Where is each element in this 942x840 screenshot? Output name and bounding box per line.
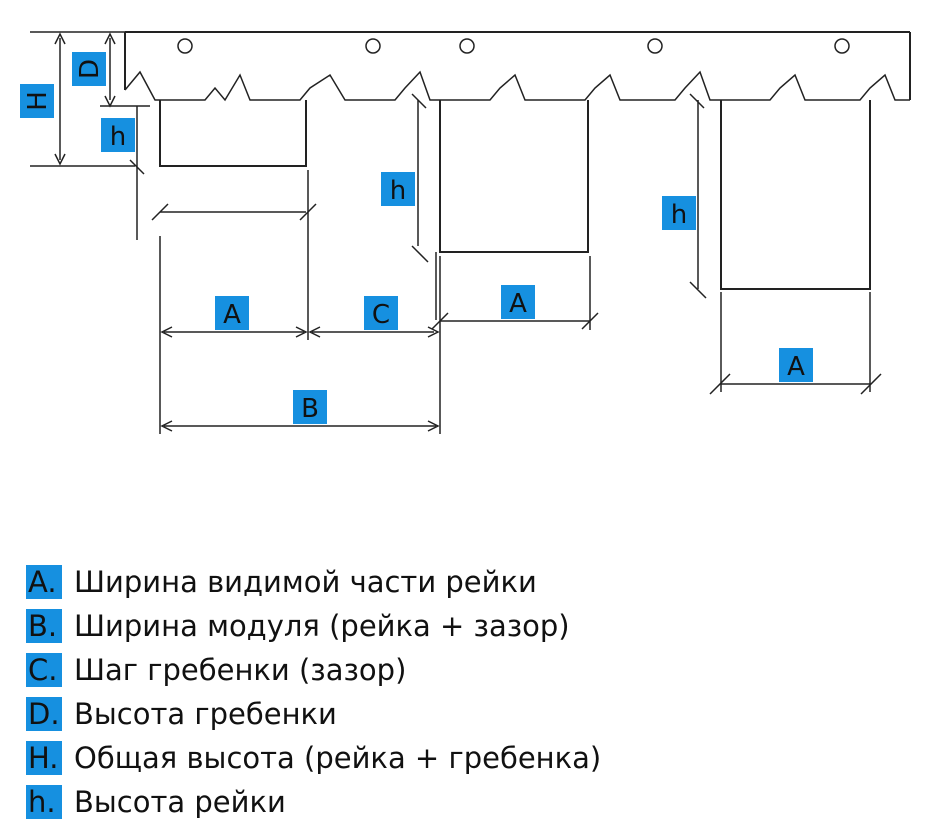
dimension-D: D bbox=[72, 32, 150, 108]
label-A-3: A bbox=[787, 352, 805, 382]
stringer-rail bbox=[124, 31, 911, 102]
dimension-h-3: h bbox=[662, 93, 707, 299]
legend-text: Высота гребенки bbox=[74, 697, 337, 731]
legend-item-A: A. Ширина видимой части рейки bbox=[26, 560, 601, 604]
label-B: B bbox=[301, 394, 319, 424]
label-h-2: h bbox=[390, 176, 406, 206]
dimension-A-2: A bbox=[431, 256, 599, 330]
legend-key: h. bbox=[26, 785, 62, 819]
legend-key: D. bbox=[26, 697, 62, 731]
rail-mounting-holes bbox=[177, 38, 850, 54]
dimension-H: H bbox=[20, 31, 135, 167]
panel-1 bbox=[159, 100, 307, 167]
dimension-h-2: h bbox=[381, 93, 437, 320]
panel-3 bbox=[720, 100, 871, 290]
legend-text: Ширина видимой части рейки bbox=[74, 565, 537, 599]
legend-key: A. bbox=[26, 565, 62, 599]
legend-key: H. bbox=[26, 741, 62, 775]
dimension-B: B bbox=[160, 256, 441, 434]
dimension-h-1: h bbox=[101, 106, 145, 240]
legend-key: C. bbox=[26, 653, 62, 687]
label-A-2: A bbox=[509, 289, 527, 319]
label-A-1: A bbox=[223, 300, 241, 330]
stringer-diagram: H D h h h A bbox=[20, 31, 911, 434]
legend-item-C: C. Шаг гребенки (зазор) bbox=[26, 648, 601, 692]
legend-item-H: H. Общая высота (рейка + гребенка) bbox=[26, 736, 601, 780]
dimension-A-3: A bbox=[709, 292, 882, 395]
legend-key: B. bbox=[26, 609, 62, 643]
legend: A. Ширина видимой части рейки B. Ширина … bbox=[26, 560, 601, 824]
legend-text: Ширина модуля (рейка + зазор) bbox=[74, 609, 570, 643]
dimension-A-1: A bbox=[151, 170, 317, 434]
legend-text: Общая высота (рейка + гребенка) bbox=[74, 741, 602, 775]
dimension-C: C bbox=[308, 296, 440, 338]
label-h-1: h bbox=[110, 122, 126, 152]
legend-item-B: B. Ширина модуля (рейка + зазор) bbox=[26, 604, 601, 648]
label-h-3: h bbox=[671, 200, 687, 230]
legend-item-D: D. Высота гребенки bbox=[26, 692, 601, 736]
legend-text: Высота рейки bbox=[74, 785, 286, 819]
label-H: H bbox=[23, 91, 53, 111]
legend-text: Шаг гребенки (зазор) bbox=[74, 653, 407, 687]
panel-2 bbox=[439, 100, 589, 253]
legend-item-h: h. Высота рейки bbox=[26, 780, 601, 824]
label-D: D bbox=[75, 59, 105, 79]
label-C: C bbox=[372, 300, 390, 330]
